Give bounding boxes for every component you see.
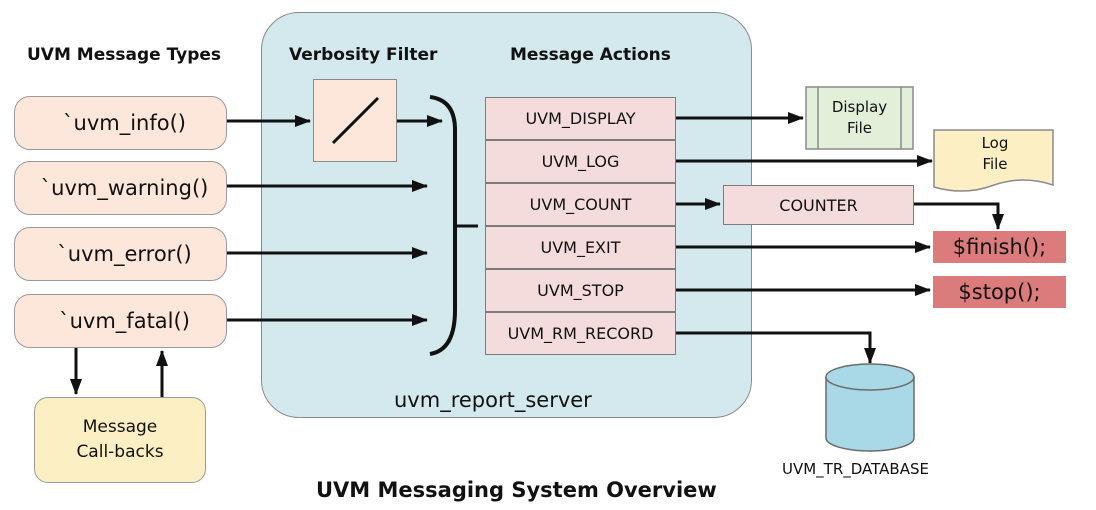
message-types-heading: UVM Message Types <box>27 45 222 65</box>
message-actions-heading: Message Actions <box>510 45 671 65</box>
counter-box: COUNTER <box>723 185 914 225</box>
display-file-line1: Display <box>831 98 888 116</box>
action-uvm-log: UVM_LOG <box>485 140 676 183</box>
database-cylinder-icon <box>825 363 915 452</box>
display-file-label: Display File <box>818 87 901 149</box>
uvm-warning-macro: `uvm_warning() <box>14 161 227 215</box>
brace-shape <box>429 95 457 356</box>
action-uvm-stop: UVM_STOP <box>485 269 676 312</box>
action-uvm-display: UVM_DISPLAY <box>485 97 676 140</box>
log-file-shape <box>933 129 1054 192</box>
stop-call: $stop(); <box>933 276 1066 308</box>
report-server-label: uvm_report_server <box>394 388 592 412</box>
diagram-title: UVM Messaging System Overview <box>316 478 717 502</box>
display-file-line2: File <box>846 119 873 137</box>
log-file-line1: Log <box>981 134 1009 152</box>
filter-slash-icon <box>331 96 380 145</box>
display-file-shape <box>805 86 914 150</box>
callbacks-label-line2: Call-backs <box>76 442 164 462</box>
log-file-label: Log File <box>960 131 1030 177</box>
message-callbacks-box: Message Call-backs <box>34 397 206 483</box>
uvm-info-macro: `uvm_info() <box>14 96 227 150</box>
uvm-fatal-macro: `uvm_fatal() <box>14 294 227 348</box>
action-uvm-rm-record: UVM_RM_RECORD <box>485 312 676 355</box>
log-file-line2: File <box>982 155 1008 173</box>
uvm-error-macro: `uvm_error() <box>14 227 227 281</box>
finish-call: $finish(); <box>933 231 1066 263</box>
callbacks-label-line1: Message <box>82 417 158 437</box>
arrow-counter-to-finish <box>914 202 1004 230</box>
action-uvm-count: UVM_COUNT <box>485 183 676 226</box>
action-uvm-exit: UVM_EXIT <box>485 226 676 269</box>
arrow-record-to-database <box>676 331 876 364</box>
verbosity-filter-heading: Verbosity Filter <box>289 45 438 65</box>
database-label: UVM_TR_DATABASE <box>782 460 929 478</box>
